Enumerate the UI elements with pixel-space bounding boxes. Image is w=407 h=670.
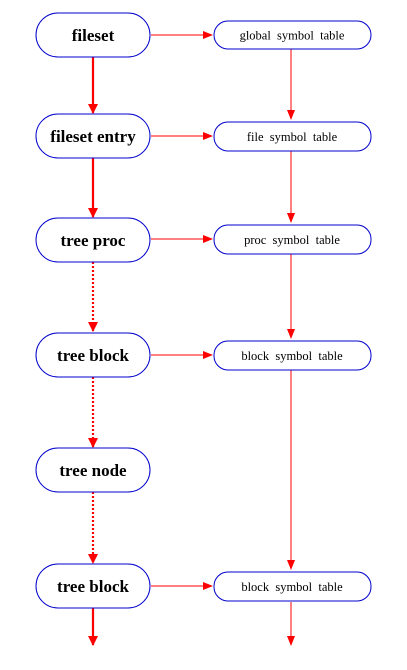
node-label: global symbol table bbox=[240, 29, 345, 43]
node-tree-block-2: tree block bbox=[35, 563, 151, 609]
cross-links bbox=[151, 31, 213, 590]
node-label: fileset entry bbox=[50, 127, 136, 146]
node-tree-block: tree block bbox=[35, 332, 151, 378]
node-label: block symbol table bbox=[241, 349, 343, 363]
node-label: proc symbol table bbox=[244, 233, 340, 247]
node-fileset-entry: fileset entry bbox=[35, 113, 151, 159]
node-label: tree node bbox=[59, 461, 127, 480]
node-global-symbol-table: global symbol table bbox=[213, 20, 372, 50]
node-file-symbol-table: file symbol table bbox=[213, 121, 372, 152]
node-tree-node: tree node bbox=[35, 447, 151, 493]
node-label: tree proc bbox=[61, 231, 126, 250]
node-proc-symbol-table: proc symbol table bbox=[213, 224, 372, 255]
node-block-symbol-table-2: block symbol table bbox=[213, 571, 372, 602]
node-fileset: fileset bbox=[35, 12, 151, 58]
node-label: fileset bbox=[72, 26, 115, 45]
node-block-symbol-table: block symbol table bbox=[213, 340, 372, 371]
node-tree-proc: tree proc bbox=[35, 217, 151, 263]
node-label: tree block bbox=[57, 577, 129, 596]
node-label: file symbol table bbox=[247, 130, 338, 144]
node-label: block symbol table bbox=[241, 580, 343, 594]
node-label: tree block bbox=[57, 346, 129, 365]
